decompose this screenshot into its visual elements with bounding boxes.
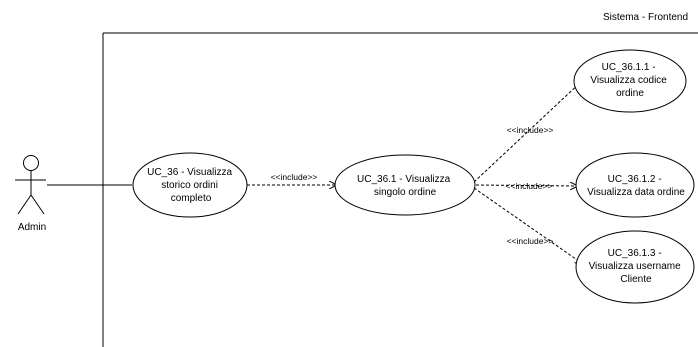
- include-label: <<include>>: [507, 125, 554, 135]
- use-case-uc3611: UC_36.1.1 - Visualizza codice ordine: [573, 49, 687, 113]
- use-case-label: ordine: [616, 88, 644, 99]
- include-arrow-361-to-3612: [475, 185, 578, 186]
- actor-admin: Admin: [15, 155, 46, 233]
- system-label: Sistema - Frontend: [603, 12, 688, 23]
- use-case-label: storico ordini: [161, 180, 218, 191]
- include-label: <<include>>: [506, 181, 553, 191]
- include-label: <<include>>: [507, 236, 554, 246]
- use-case-label: UC_36.1 - Visualizza: [357, 174, 451, 185]
- stick-figure-icon: [15, 155, 46, 215]
- actor-label: Admin: [18, 222, 46, 233]
- svg-text:UC_36.1 - Visualizza sin: UC_36.1 - Visualizza singolo ordine: [357, 174, 453, 198]
- use-case-label: singolo ordine: [374, 187, 437, 198]
- use-case-label: UC_36.1.1 -: [602, 62, 656, 73]
- use-case-label: Cliente: [620, 274, 652, 285]
- include-relations: [247, 80, 583, 264]
- include-label: <<include>>: [271, 172, 318, 182]
- use-case-uc361: UC_36.1 - Visualizza singolo ordine: [334, 154, 476, 216]
- use-case-label: Visualizza data ordine: [587, 187, 685, 198]
- svg-text:UC_36.1.2 - Visualizza d: UC_36.1.2 - Visualizza data ordine: [587, 174, 685, 198]
- use-case-label: UC_36.1.2 -: [608, 174, 662, 185]
- system-boundary: Sistema - Frontend: [102, 12, 698, 347]
- svg-text:UC_36.1.1 - Visualizza c: UC_36.1.1 - Visualizza codice ordine: [590, 62, 669, 99]
- use-case-uc3613: UC_36.1.3 - Visualizza username Cliente: [575, 230, 695, 304]
- use-case-label: UC_36.1.3 -: [608, 248, 662, 259]
- use-case-label: completo: [171, 193, 212, 204]
- use-case-uc36: UC_36 - Visualizza storico ordini comple…: [132, 152, 248, 218]
- svg-text:UC_36 - Visualizza stori: UC_36 - Visualizza storico ordini comple…: [147, 167, 235, 204]
- include-arrow-361-to-3613: [473, 187, 583, 264]
- use-case-label: UC_36 - Visualizza: [147, 167, 232, 178]
- use-case-uc3612: UC_36.1.2 - Visualizza data ordine: [575, 152, 695, 218]
- svg-text:UC_36.1.3 - Visualizza u: UC_36.1.3 - Visualizza username Cliente: [589, 248, 684, 285]
- use-case-label: Visualizza codice: [590, 75, 667, 86]
- use-case-label: Visualizza username: [589, 261, 682, 272]
